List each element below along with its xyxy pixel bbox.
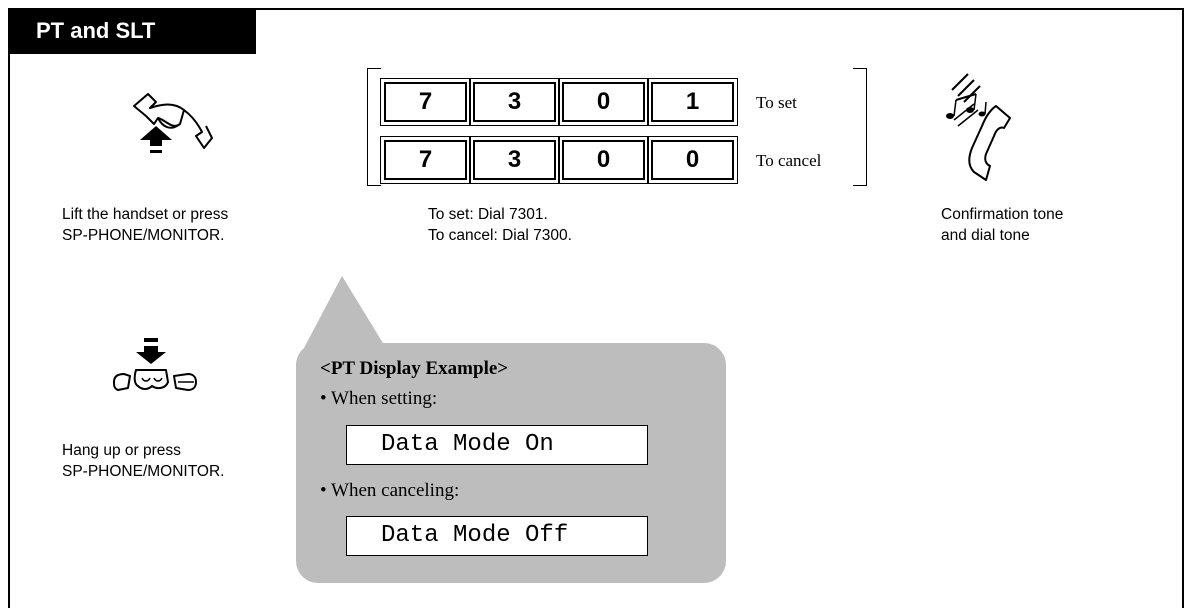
onhook-caption-line1: Hang up or press [62, 442, 181, 459]
handset-hangup-icon [113, 338, 197, 391]
tone-caption-line2: and dial tone [941, 227, 1030, 244]
dial-key: 1 [647, 78, 738, 126]
dial-key: 0 [558, 136, 649, 184]
canceling-label: • When canceling: [320, 480, 460, 501]
callout-pointer [304, 276, 386, 348]
dial-key: 7 [380, 78, 471, 126]
dial-key: 3 [469, 136, 560, 184]
section-title: PT and SLT [8, 8, 256, 54]
dial-key: 3 [469, 78, 560, 126]
setting-label: • When setting: [320, 388, 438, 409]
dial-bracket-right [853, 68, 867, 186]
section-frame [8, 8, 1184, 608]
dial-key: 7 [380, 136, 471, 184]
handset-lift-icon [133, 93, 213, 153]
dial-bracket-left [367, 68, 381, 186]
tone-caption-line1: Confirmation tone [941, 206, 1064, 223]
offhook-caption-line1: Lift the handset or press [62, 206, 229, 223]
display-canceling: Data Mode Off [346, 516, 648, 556]
display-setting: Data Mode On [346, 425, 648, 465]
dial-caption-line2: To cancel: Dial 7300. [428, 227, 572, 244]
ringing-handset-icon [946, 73, 1011, 181]
dial-key: 0 [647, 136, 738, 184]
offhook-caption-line2: SP-PHONE/MONITOR. [62, 227, 225, 244]
set-row-label: To set [756, 93, 797, 112]
cancel-row-label: To cancel [756, 151, 822, 170]
onhook-caption-line2: SP-PHONE/MONITOR. [62, 463, 225, 480]
display-example-title: <PT Display Example> [320, 358, 509, 379]
dial-key: 0 [558, 78, 649, 126]
dial-caption-line1: To set: Dial 7301. [428, 206, 548, 223]
